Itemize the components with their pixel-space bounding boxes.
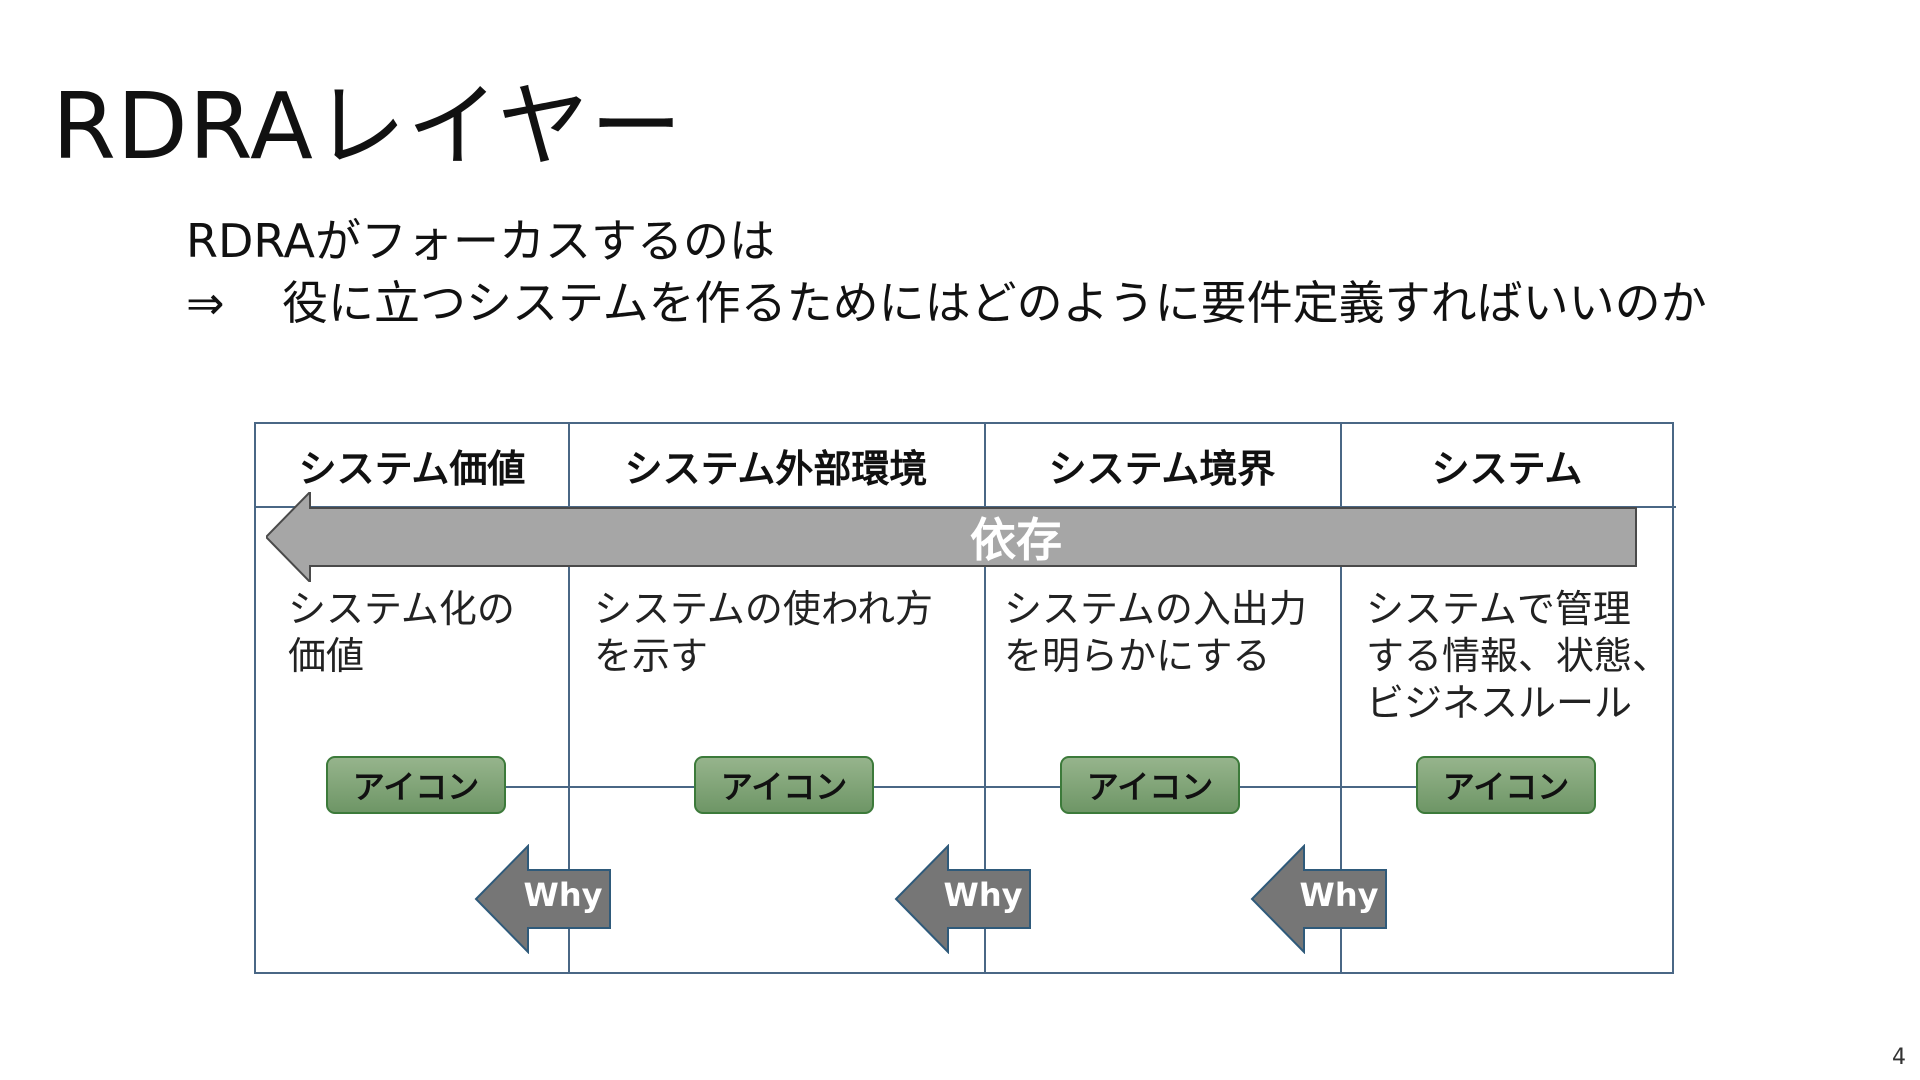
subtitle-line-1: RDRAがフォーカスするのは	[186, 214, 775, 268]
icon-badge: アイコン	[694, 756, 874, 814]
icon-connector-line	[356, 786, 1556, 788]
subtitle-line-2-text: 役に立つシステムを作るためにはどのように要件定義すればいいのか	[282, 276, 1707, 330]
column-divider	[1340, 424, 1342, 972]
slide-title: RDRAレイヤー	[52, 73, 684, 180]
column-description: システムで管理 する情報、状態、 ビジネスルール	[1366, 587, 1671, 725]
why-label: Why	[523, 876, 603, 914]
dependency-arrow-icon	[266, 492, 1637, 582]
icon-badge: アイコン	[1060, 756, 1240, 814]
column-header-system-boundary: システム境界	[1048, 446, 1276, 491]
why-arrow-icon	[474, 844, 611, 954]
column-description: システム化の 価値	[288, 587, 515, 678]
dependency-label: 依存	[970, 513, 1062, 567]
why-label: Why	[943, 876, 1023, 914]
why-label: Why	[1299, 876, 1379, 914]
page-number: 4	[1892, 1045, 1906, 1070]
column-divider	[984, 424, 986, 972]
column-header-system: システム	[1431, 446, 1583, 491]
why-arrow-icon	[894, 844, 1031, 954]
why-arrow-icon	[1250, 844, 1387, 954]
column-description: システムの使われ方 を示す	[594, 587, 933, 678]
column-divider	[568, 424, 570, 972]
rdra-layer-diagram: システム価値 システム外部環境 システム境界 システム 依存 システム化の 価値…	[254, 422, 1676, 974]
column-header-external-environment: システム外部環境	[624, 446, 928, 491]
column-header-system-value: システム価値	[298, 446, 526, 491]
implies-arrow-icon: ⇒	[186, 276, 225, 330]
subtitle-block: RDRAがフォーカスするのは ⇒ 役に立つシステムを作るためにはどのように要件定義…	[186, 210, 1707, 334]
column-description: システムの入出力 を明らかにする	[1004, 587, 1307, 678]
subtitle-line-2: ⇒ 役に立つシステムを作るためにはどのように要件定義すればいいのか	[186, 272, 1707, 334]
icon-badge: アイコン	[326, 756, 506, 814]
icon-badge: アイコン	[1416, 756, 1596, 814]
